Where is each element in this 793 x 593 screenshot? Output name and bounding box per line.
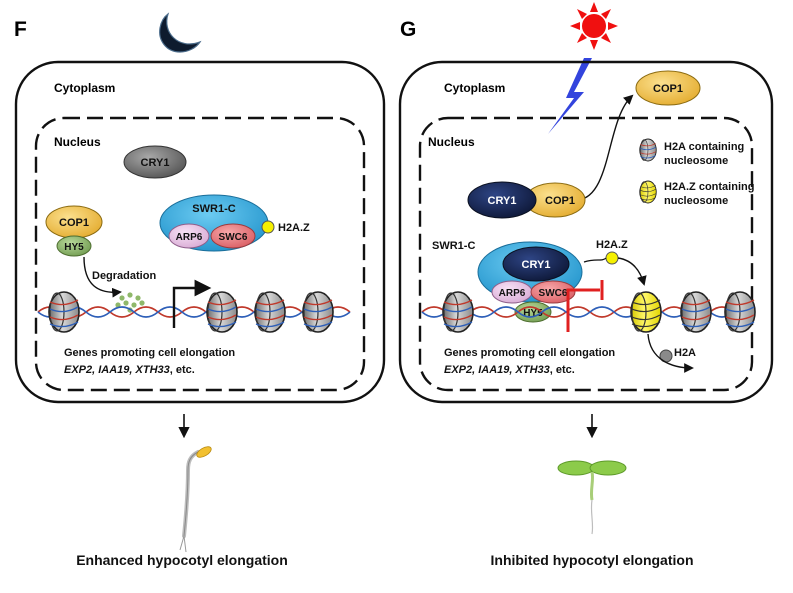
etiolated-seedling-icon: [179, 446, 212, 553]
svg-text:SWC6: SWC6: [539, 288, 568, 299]
panel-f: F Cytoplasm Nucleus CRY1 COP1 HY5 SWR1-C: [14, 12, 386, 568]
svg-text:ARP6: ARP6: [499, 288, 526, 299]
degradation-arrow-left: [83, 256, 122, 298]
svg-text:CRY1: CRY1: [141, 157, 170, 169]
svg-text:nucleosome: nucleosome: [664, 155, 728, 167]
degraded-fragments: [115, 292, 145, 313]
transcription-inhibition-symbol: [566, 288, 600, 332]
cell-membrane-left: [14, 60, 386, 404]
svg-text:COP1: COP1: [653, 83, 683, 95]
nucleus-label-right: Nucleus: [428, 135, 475, 149]
cell-membrane-right: [398, 60, 774, 404]
svg-text:HY5: HY5: [64, 242, 84, 253]
swr1c-complex-left: SWR1-C ARP6 SWC6: [159, 194, 269, 252]
cry1-protein-left: CRY1: [123, 145, 187, 179]
svg-text:COP1: COP1: [59, 217, 89, 229]
nuclear-envelope-left: [34, 116, 366, 392]
sun-icon: [570, 2, 618, 50]
svg-text:HY5: HY5: [523, 308, 543, 319]
cytoplasm-label-left: Cytoplasm: [54, 81, 115, 95]
svg-text:CRY1: CRY1: [488, 195, 517, 207]
dna-strand-left: [37, 306, 351, 318]
svg-text:SWC6: SWC6: [219, 232, 248, 243]
genes-label-right: Genes promoting cell elongation: [444, 347, 615, 359]
svg-text:ARP6: ARP6: [176, 232, 203, 243]
caption-left: Enhanced hypocotyl elongation: [76, 552, 288, 568]
swr1c-label-right: SWR1-C: [432, 240, 475, 252]
cytoplasm-label-right: Cytoplasm: [444, 81, 505, 95]
transcription-start-arrow: [172, 279, 212, 328]
svg-text:H2A.Z: H2A.Z: [596, 239, 628, 251]
h2az-histone-left: H2A.Z: [261, 220, 310, 234]
svg-text:nucleosome: nucleosome: [664, 195, 728, 207]
hy5-protein-left: HY5: [56, 235, 92, 257]
nuclear-envelope-right: [418, 116, 754, 392]
h2a-histone-evicted: H2A: [659, 347, 696, 363]
de-etiolated-seedling-icon: [557, 460, 627, 535]
svg-text:H2A: H2A: [674, 347, 696, 359]
h2a-nucleosome-left-4: [302, 291, 334, 333]
h2az-transfer-line: [583, 257, 607, 263]
genes-label-left: Genes promoting cell elongation: [64, 347, 235, 359]
cop1-export-arrow: [577, 94, 634, 201]
h2az-deposition-arrow: [617, 257, 647, 286]
light-signal-icon: [548, 58, 592, 134]
h2a-nucleosome-left-3: [254, 291, 286, 333]
h2a-nucleosome-right-2: [680, 291, 712, 333]
legend-h2a-nucleosome: H2A containing nucleosome: [639, 138, 744, 167]
h2az-histone-right: H2A.Z: [596, 239, 628, 265]
cop1-protein-left: COP1: [45, 205, 103, 239]
svg-text:COP1: COP1: [545, 195, 575, 207]
cry1-cop1-complex: COP1 CRY1: [467, 181, 586, 219]
cop1-cytoplasm: COP1: [635, 70, 701, 106]
moon-icon: [159, 12, 202, 53]
svg-text:H2A.Z: H2A.Z: [278, 222, 310, 234]
panel-letter-g: G: [400, 18, 416, 41]
legend-h2az-nucleosome: H2A.Z containing nucleosome: [639, 180, 754, 207]
nucleus-label-left: Nucleus: [54, 135, 101, 149]
swr1c-cry1-complex: CRY1 ARP6 SWC6 HY5: [477, 241, 583, 323]
h2a-eviction-arrow: [647, 333, 694, 373]
svg-text:CRY1: CRY1: [522, 259, 551, 271]
h2a-nucleosome-left-2: [206, 291, 238, 333]
gene-list-right: EXP2, IAA19, XTH33, etc.: [444, 364, 575, 376]
svg-text:H2A.Z containing: H2A.Z containing: [664, 181, 754, 193]
h2a-nucleosome-right-3: [724, 291, 756, 333]
svg-text:H2A containing: H2A containing: [664, 141, 744, 153]
panel-g: G Cytoplasm Nucleus COP1 COP: [398, 2, 774, 568]
gene-list-left: EXP2, IAA19, XTH33, etc.: [64, 364, 195, 376]
caption-right: Inhibited hypocotyl elongation: [491, 552, 694, 568]
panel-letter-f: F: [14, 18, 27, 41]
h2a-nucleosome-right-1: [442, 291, 474, 333]
svg-text:SWR1-C: SWR1-C: [192, 203, 235, 215]
degradation-label: Degradation: [92, 270, 156, 282]
h2az-nucleosome-right: [630, 291, 662, 333]
h2a-nucleosome-left-1: [48, 291, 80, 333]
